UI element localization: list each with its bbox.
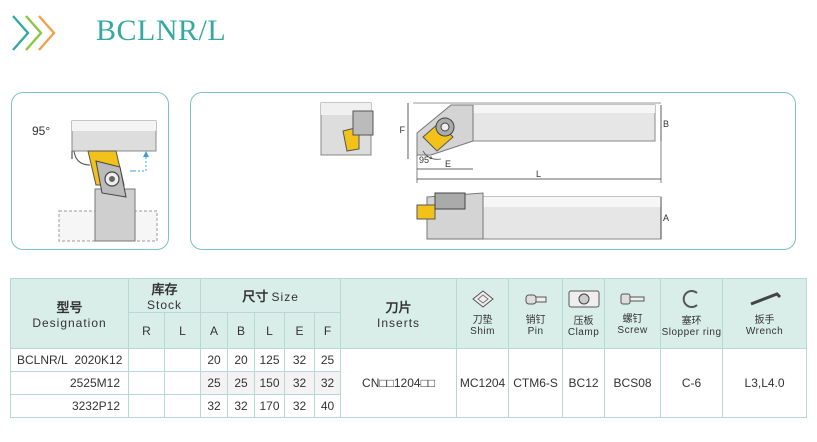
row-designation: 2525M12 [10,371,129,395]
col-size-f: F [314,312,342,349]
col-screw: 螺钉 Screw [604,278,662,349]
page-title: BCLNR/L [96,14,227,47]
dim-f-label: F [400,125,406,135]
angle-label-right: 95° [419,155,433,165]
col-wrench: 扳手 Wrench [722,278,808,349]
col-ring: 塞环 Slopper ring [660,278,724,349]
clamp-value: BC12 [562,348,606,418]
chevron-logo-icon [12,15,56,51]
col-pin: 销钉 Pin [508,278,564,349]
wrench-value: L3,L4.0 [722,348,808,418]
col-shim: 刀垫 Shim [456,278,510,349]
col-size: 尺寸 Size [200,278,342,313]
dim-b-label: B [663,119,669,129]
clamp-icon [568,290,600,308]
row-designation: 3232P12 [10,394,129,418]
screw-icon [620,293,645,305]
row-designation: BCLNR/L 2020K12 [10,348,129,372]
dim-a-label: A [663,213,669,223]
angle-detail-panel: 95° [11,92,169,250]
screw-value: BCS08 [604,348,662,418]
table-row: 3232P12 32 32 170 32 40 [10,394,807,418]
col-size-a: A [200,312,229,349]
ring-value: C-6 [660,348,724,418]
col-inserts: 刀片 Inserts [340,278,458,349]
inserts-value: CN□□1204□□ [340,348,458,418]
ring-icon [682,290,698,308]
dim-l-label: L [536,169,541,179]
spec-table: 型号 Designation 库存 Stock 尺寸 Size 刀片 Inser… [10,278,808,418]
col-designation: 型号 Designation [10,278,129,349]
angle-label: 95° [32,124,50,138]
table-row: BCLNR/L 2020K12 20 20 125 32 25 CN□□1204… [10,348,808,418]
col-size-l: L [254,312,286,349]
angle-detail-drawing: 95° [32,120,158,242]
col-stock-r: R [128,312,165,349]
col-stock-l: L [163,312,202,349]
pin-icon [525,294,547,305]
col-stock: 库存 Stock [127,278,202,313]
dimension-drawing-panel: F B 95° E L A [190,92,796,250]
shim-value: MC1204 [456,348,510,418]
col-size-e: E [284,312,316,349]
wrench-icon [750,292,781,306]
pin-value: CTM6-S [508,348,564,418]
col-size-b: B [227,312,256,349]
dim-e-label: E [445,159,451,169]
col-clamp: 压板 Clamp [562,278,606,349]
dimension-drawing: F B 95° E L A [320,102,669,240]
table-row: 2525M12 25 25 150 32 32 [10,371,807,395]
shim-icon [471,290,494,308]
